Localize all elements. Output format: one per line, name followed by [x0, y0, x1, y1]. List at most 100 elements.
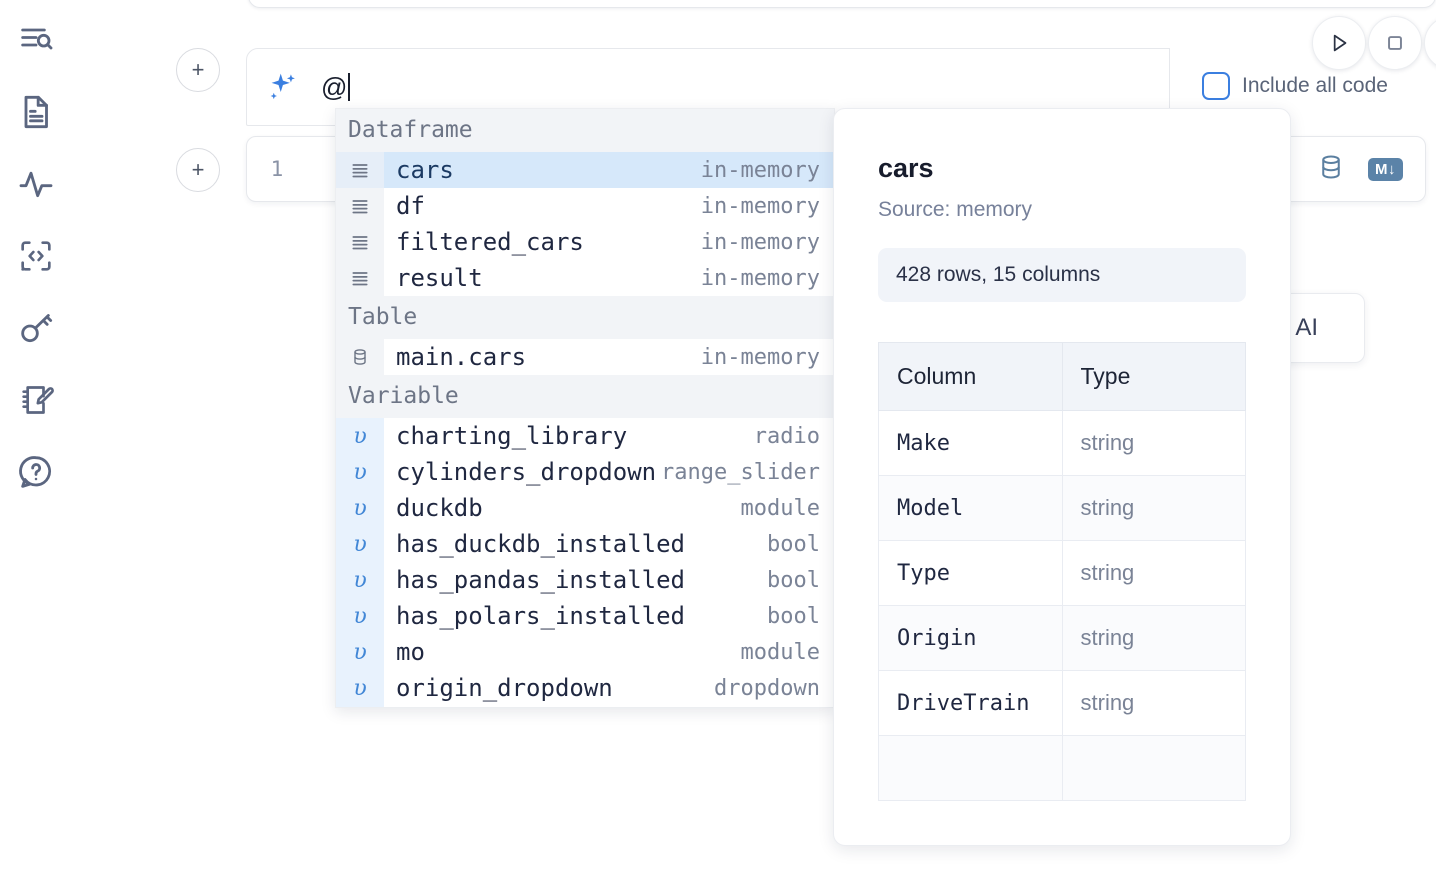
include-all-code-label: Include all code: [1242, 74, 1388, 97]
autocomplete-item[interactable]: υ has_pandas_installed bool: [336, 562, 834, 599]
autocomplete-item[interactable]: filtered_cars in-memory: [336, 224, 834, 261]
autocomplete-item-meta: bool: [767, 603, 820, 629]
markdown-icon[interactable]: M↓: [1368, 157, 1403, 181]
run-button[interactable]: [1312, 16, 1366, 70]
include-all-code-toggle[interactable]: Include all code: [1202, 72, 1388, 100]
code-brackets-icon[interactable]: [14, 234, 58, 278]
autocomplete-item-name: has_duckdb_installed: [396, 530, 685, 559]
schema-column-type: [1061, 735, 1246, 801]
autocomplete-group-header: Dataframe: [336, 109, 834, 153]
detail-title: cars: [878, 153, 934, 183]
key-icon[interactable]: [14, 306, 58, 350]
table-header-row: Column Type: [878, 342, 1246, 411]
text-caret: [348, 73, 351, 101]
autocomplete-item-meta: bool: [767, 567, 820, 593]
autocomplete-item-meta: range_slider: [661, 459, 820, 485]
variable-icon: υ: [336, 526, 384, 563]
ai-prompt-value: @: [321, 71, 348, 102]
autocomplete-item-name: duckdb: [396, 494, 483, 523]
add-cell-button-bottom[interactable]: +: [176, 148, 220, 192]
schema-column-type: string: [1061, 410, 1246, 476]
cell-toolbar: [1170, 0, 1436, 130]
autocomplete-item[interactable]: υ has_duckdb_installed bool: [336, 526, 834, 563]
autocomplete-item[interactable]: υ has_polars_installed bool: [336, 598, 834, 635]
autocomplete-item-meta: in-memory: [700, 193, 820, 219]
autocomplete-item-meta: dropdown: [714, 675, 820, 701]
variable-icon: υ: [336, 490, 384, 527]
autocomplete-item-name: charting_library: [396, 422, 628, 451]
outline-search-icon[interactable]: [14, 18, 58, 62]
schema-column-type: string: [1061, 670, 1246, 736]
database-icon[interactable]: [1316, 152, 1346, 187]
autocomplete-item-meta: in-memory: [700, 265, 820, 291]
variable-icon: υ: [336, 418, 384, 455]
dataframe-icon: [336, 152, 384, 189]
variable-icon: υ: [336, 634, 384, 671]
help-chat-icon[interactable]: [14, 450, 58, 494]
ai-prompt-input[interactable]: @: [321, 72, 1151, 103]
autocomplete-item-name: has_polars_installed: [396, 602, 685, 631]
schema-column-type: string: [1061, 605, 1246, 671]
schema-column-name: Type: [878, 540, 1063, 606]
variable-icon: υ: [336, 454, 384, 491]
autocomplete-item[interactable]: df in-memory: [336, 188, 834, 225]
autocomplete-group-header: Variable: [336, 375, 834, 419]
detail-source: Source: memory: [878, 198, 1033, 221]
schema-column-name: Origin: [878, 605, 1063, 671]
variable-icon: υ: [336, 562, 384, 599]
more-actions-button[interactable]: [1424, 16, 1436, 70]
autocomplete-item-name: main.cars: [396, 343, 527, 372]
variable-icon: υ: [336, 706, 384, 707]
file-document-icon[interactable]: [14, 90, 58, 134]
table-database-icon: [336, 339, 384, 376]
autocomplete-item[interactable]: result in-memory: [336, 260, 834, 297]
autocomplete-item-meta: module: [740, 495, 820, 521]
line-number: 1: [270, 157, 284, 181]
autocomplete-item-name: has_pandas_installed: [396, 566, 685, 595]
variable-icon: υ: [336, 670, 384, 707]
table-row-partial: [878, 735, 1246, 801]
autocomplete-item-name: filtered_cars: [396, 228, 584, 257]
autocomplete-item-name: origin_dropdown: [396, 674, 613, 703]
autocomplete-item[interactable]: υ origin_dropdown dropdown: [336, 670, 834, 707]
include-all-code-checkbox[interactable]: [1202, 72, 1230, 100]
left-icon-rail: [0, 0, 72, 874]
schema-column-name: Model: [878, 475, 1063, 541]
autocomplete-item-name: mo: [396, 638, 425, 667]
autocomplete-item-name: result: [396, 264, 483, 293]
add-cell-button-top[interactable]: +: [176, 48, 220, 92]
schema-column-type: string: [1061, 540, 1246, 606]
notebook-edit-icon[interactable]: [14, 378, 58, 422]
dataframe-icon: [336, 224, 384, 261]
variable-icon: υ: [336, 598, 384, 635]
stop-button[interactable]: [1368, 16, 1422, 70]
cell-action-icons: M↓: [1316, 152, 1425, 187]
autocomplete-item-meta: in-memory: [700, 229, 820, 255]
autocomplete-item-name: cars: [396, 156, 454, 185]
detail-stats: 428 rows, 15 columns: [878, 248, 1246, 302]
autocomplete-item-name: df: [396, 192, 425, 221]
completion-details-panel: cars Source: memory 428 rows, 15 columns…: [833, 108, 1291, 846]
activity-pulse-icon[interactable]: [14, 162, 58, 206]
autocomplete-item-meta: bool: [767, 531, 820, 557]
schema-column-type: string: [1061, 475, 1246, 541]
autocomplete-item-meta: radio: [753, 423, 820, 449]
schema-column-name: [878, 735, 1063, 801]
autocomplete-group-header: Table: [336, 296, 834, 340]
type-header: Type: [1061, 342, 1246, 411]
autocomplete-item-partial[interactable]: υ: [336, 706, 834, 707]
autocomplete-item[interactable]: υ charting_library radio: [336, 418, 834, 455]
autocomplete-item-name: cylinders_dropdown: [396, 458, 657, 487]
dataframe-icon: [336, 188, 384, 225]
